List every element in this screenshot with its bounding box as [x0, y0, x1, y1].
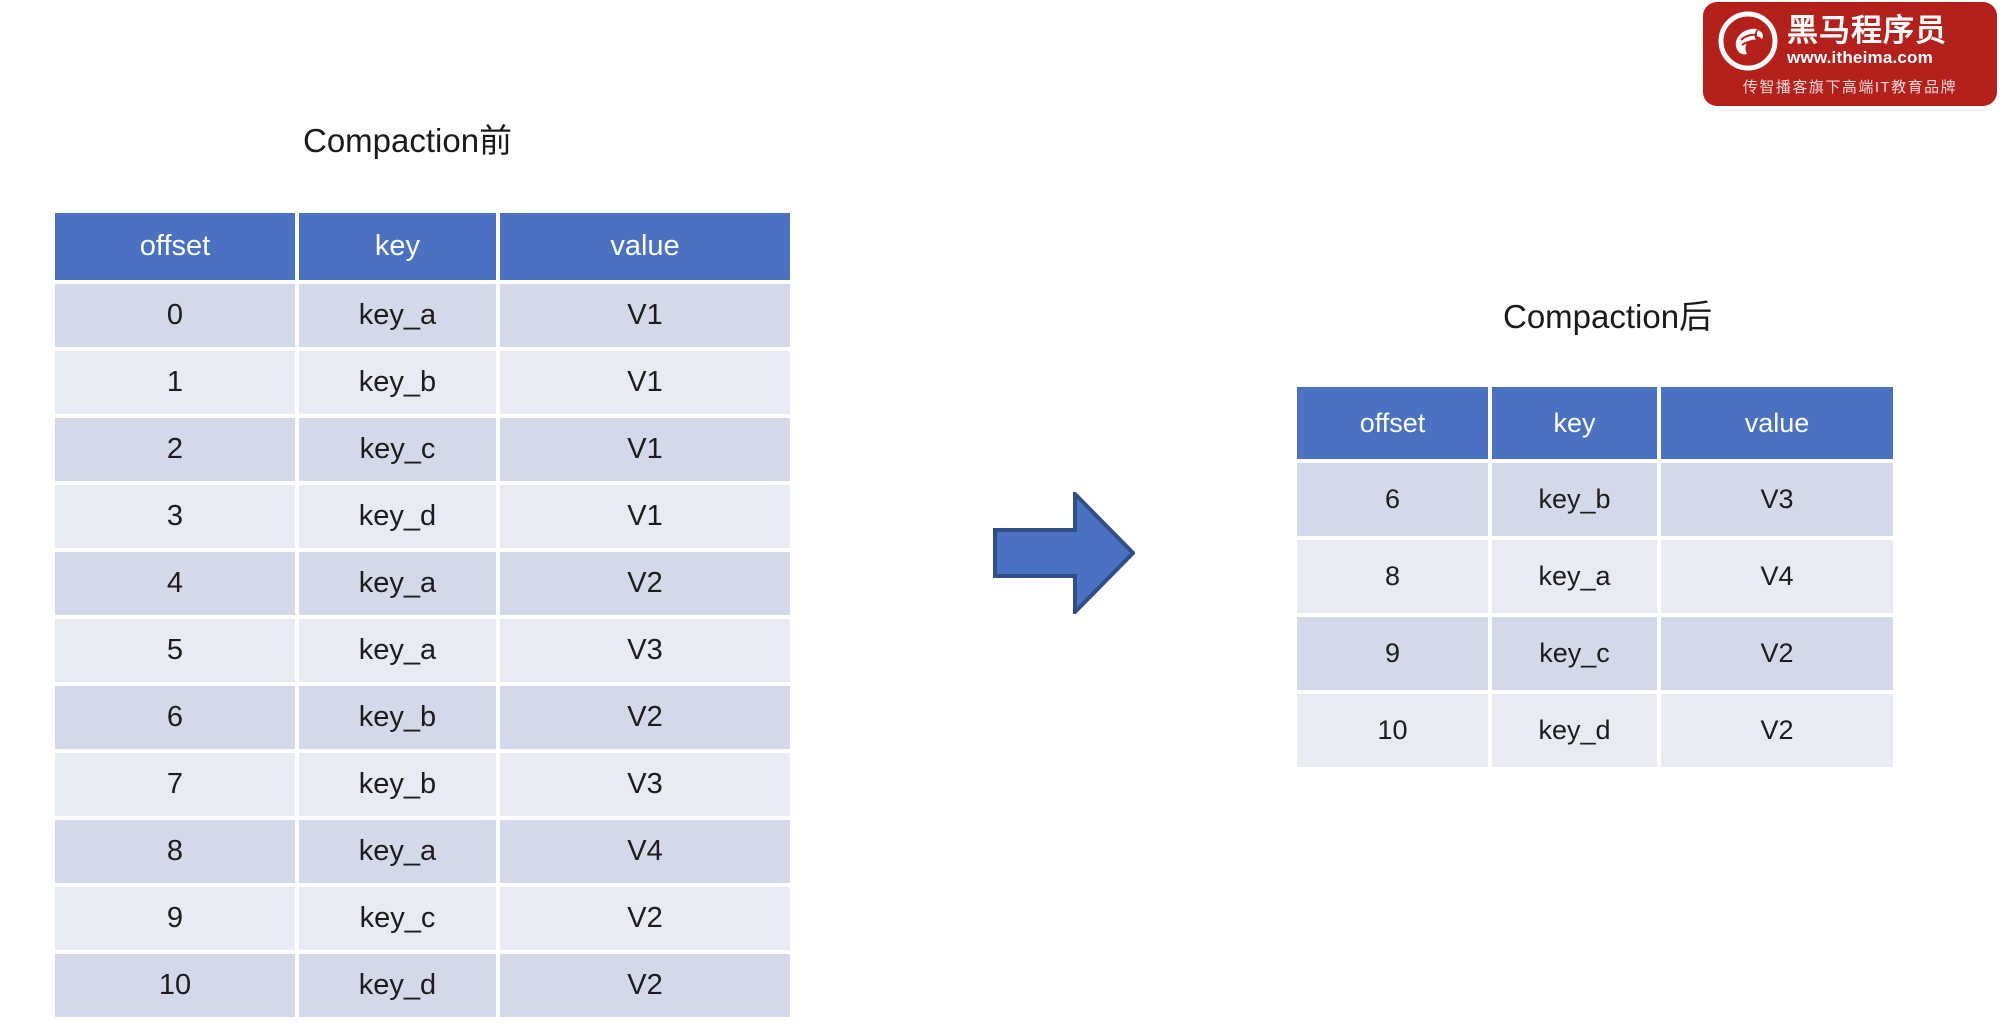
table-row: 10 key_d V2 [55, 954, 790, 1017]
column-header-value: value [1661, 387, 1893, 459]
cell-offset: 3 [55, 485, 295, 548]
table-row: 0 key_a V1 [55, 284, 790, 347]
cell-key: key_a [1492, 540, 1657, 613]
cell-offset: 6 [1297, 463, 1488, 536]
column-header-offset: offset [55, 213, 295, 280]
logo-brand-name: 黑马程序员 [1787, 13, 1947, 48]
table-header-row: offset key value [55, 213, 790, 280]
cell-offset: 6 [55, 686, 295, 749]
cell-offset: 2 [55, 418, 295, 481]
cell-key: key_a [299, 820, 496, 883]
cell-value: V1 [500, 485, 790, 548]
table-row: 5 key_a V3 [55, 619, 790, 682]
cell-offset: 8 [55, 820, 295, 883]
column-header-value: value [500, 213, 790, 280]
cell-value: V2 [500, 887, 790, 950]
table-row: 9 key_c V2 [1297, 617, 1893, 690]
cell-offset: 8 [1297, 540, 1488, 613]
cell-value: V3 [1661, 463, 1893, 536]
table-row: 9 key_c V2 [55, 887, 790, 950]
cell-value: V2 [1661, 617, 1893, 690]
table-row: 1 key_b V1 [55, 351, 790, 414]
cell-offset: 10 [1297, 694, 1488, 767]
cell-key: key_b [1492, 463, 1657, 536]
table-before-compaction: offset key value 0 key_a V1 1 key_b V1 2… [55, 213, 790, 1021]
logo-text: 黑马程序员 www.itheima.com [1787, 14, 1947, 68]
cell-key: key_d [1492, 694, 1657, 767]
cell-offset: 4 [55, 552, 295, 615]
cell-offset: 10 [55, 954, 295, 1017]
table-row: 3 key_d V1 [55, 485, 790, 548]
cell-key: key_a [299, 619, 496, 682]
cell-value: V4 [1661, 540, 1893, 613]
cell-value: V2 [500, 686, 790, 749]
cell-value: V1 [500, 418, 790, 481]
horse-head-circle-icon [1717, 10, 1779, 72]
table-row: 7 key_b V3 [55, 753, 790, 816]
cell-offset: 0 [55, 284, 295, 347]
cell-value: V2 [500, 954, 790, 1017]
cell-value: V4 [500, 820, 790, 883]
compaction-arrow-icon [993, 489, 1136, 617]
table-row: 10 key_d V2 [1297, 694, 1893, 767]
cell-offset: 5 [55, 619, 295, 682]
column-header-offset: offset [1297, 387, 1488, 459]
cell-value: V1 [500, 351, 790, 414]
table-row: 6 key_b V3 [1297, 463, 1893, 536]
cell-key: key_a [299, 552, 496, 615]
cell-value: V2 [500, 552, 790, 615]
cell-value: V1 [500, 284, 790, 347]
cell-offset: 9 [1297, 617, 1488, 690]
column-header-key: key [1492, 387, 1657, 459]
table-after-compaction: offset key value 6 key_b V3 8 key_a V4 9… [1297, 387, 1893, 771]
cell-key: key_c [299, 418, 496, 481]
caption-before-compaction: Compaction前 [303, 122, 513, 159]
cell-value: V2 [1661, 694, 1893, 767]
table-header-row: offset key value [1297, 387, 1893, 459]
logo-main: 黑马程序员 www.itheima.com [1717, 10, 1947, 72]
cell-value: V3 [500, 753, 790, 816]
cell-key: key_c [1492, 617, 1657, 690]
brand-logo: 黑马程序员 www.itheima.com 传智播客旗下高端IT教育品牌 [1703, 2, 1997, 106]
cell-key: key_c [299, 887, 496, 950]
cell-value: V3 [500, 619, 790, 682]
table-row: 4 key_a V2 [55, 552, 790, 615]
cell-key: key_b [299, 753, 496, 816]
cell-offset: 7 [55, 753, 295, 816]
table-row: 8 key_a V4 [55, 820, 790, 883]
logo-tagline: 传智播客旗下高端IT教育品牌 [1742, 79, 1958, 96]
table-row: 2 key_c V1 [55, 418, 790, 481]
caption-after-compaction: Compaction后 [1503, 298, 1713, 335]
cell-key: key_d [299, 485, 496, 548]
cell-key: key_b [299, 351, 496, 414]
table-row: 8 key_a V4 [1297, 540, 1893, 613]
column-header-key: key [299, 213, 496, 280]
logo-url: www.itheima.com [1787, 48, 1933, 67]
cell-key: key_d [299, 954, 496, 1017]
cell-key: key_a [299, 284, 496, 347]
cell-offset: 1 [55, 351, 295, 414]
cell-offset: 9 [55, 887, 295, 950]
cell-key: key_b [299, 686, 496, 749]
table-row: 6 key_b V2 [55, 686, 790, 749]
